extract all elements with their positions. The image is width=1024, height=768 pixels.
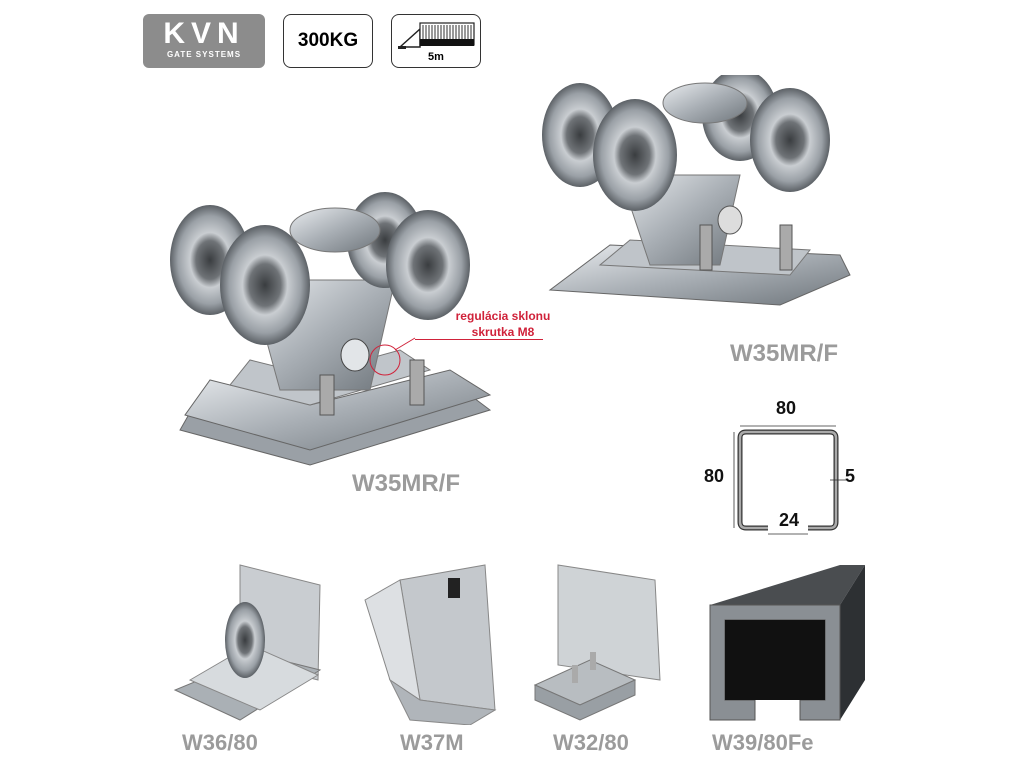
accessory-w32-image	[533, 564, 661, 721]
trolley-right-label: W35MR/F	[730, 340, 838, 367]
logo-brand: KVN	[163, 17, 245, 50]
kvn-logo: KVN GATE SYSTEMS	[143, 14, 265, 68]
accessory-w36-image	[173, 564, 322, 721]
load-capacity-label: 300KG	[297, 30, 359, 51]
logo-subtitle: GATE SYSTEMS	[166, 50, 242, 59]
trolley-right-image	[542, 75, 851, 306]
gate-length-label: 5m	[428, 51, 444, 63]
load-capacity-badge: 300KG	[283, 14, 373, 68]
accessory-w39-rail-image	[709, 565, 865, 721]
profile-width-label: 80	[776, 398, 797, 418]
gate-length-badge: 5m	[391, 14, 481, 68]
annotation-line2: skrutka M8	[471, 325, 535, 339]
profile-height-label: 80	[704, 466, 725, 486]
profile-thickness-label: 5	[845, 466, 856, 486]
sliding-gate-icon	[398, 22, 475, 49]
annotation-line1: regulácia sklonu	[455, 309, 551, 323]
accessory-w37-label: W37M	[400, 730, 464, 755]
accessory-w32-label: W32/80	[553, 730, 629, 755]
accessory-w37-image	[364, 564, 497, 725]
profile-cross-section-diagram	[733, 425, 846, 535]
profile-opening-label: 24	[779, 510, 800, 530]
accessory-w39-label: W39/80Fe	[712, 730, 814, 755]
trolley-left-image	[170, 192, 492, 466]
trolley-left-label: W35MR/F	[352, 470, 460, 497]
annotation-underline	[415, 339, 543, 340]
accessory-w36-label: W36/80	[182, 730, 258, 755]
